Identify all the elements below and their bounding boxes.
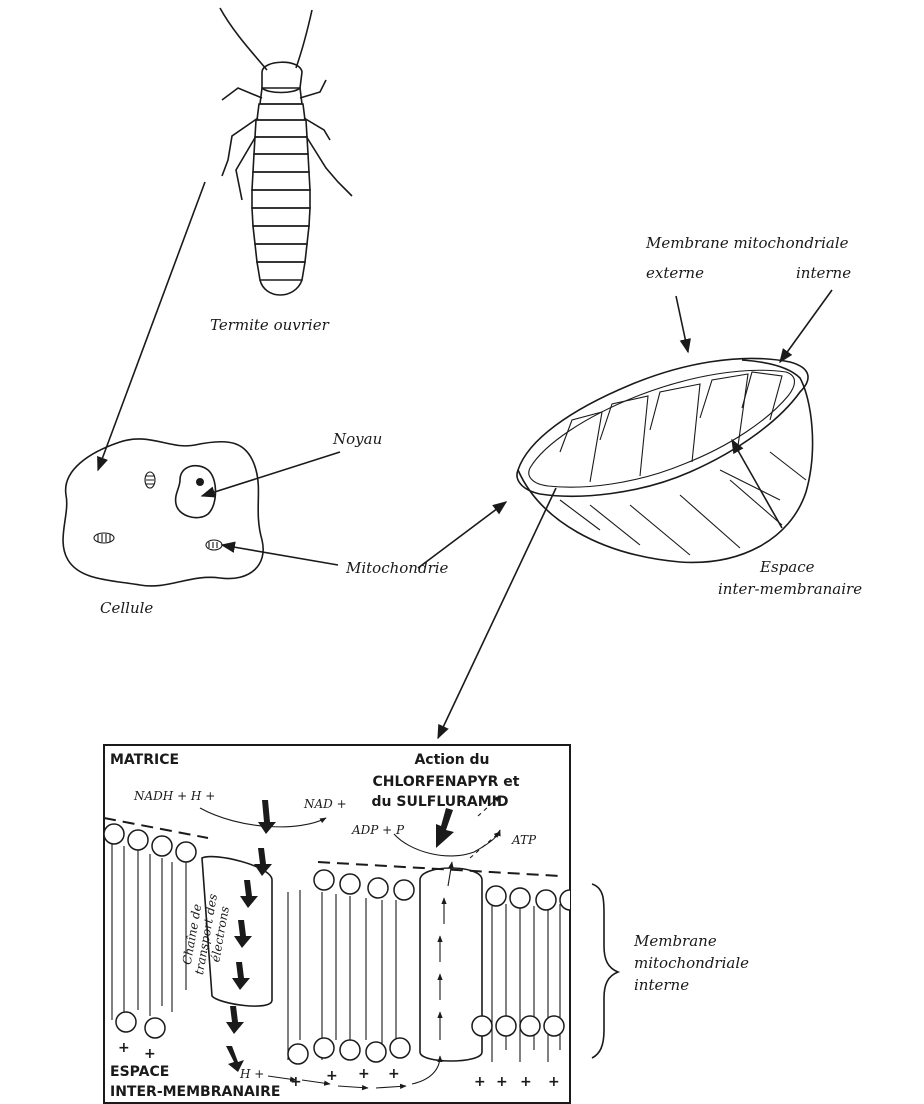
plus-sign: +: [520, 1074, 532, 1090]
nadh-label: NADH + H +: [133, 789, 215, 803]
arrow-cell-to-mitochondrion: [418, 502, 506, 568]
brace-label-2: mitochondriale: [634, 954, 749, 972]
action-label-3: du SULFLURAMID: [372, 794, 509, 810]
nucleus: [176, 466, 216, 518]
membrane-title: Membrane mitochondriale: [645, 234, 849, 252]
brace-label-1: Membrane: [633, 932, 717, 950]
plus-sign: +: [474, 1074, 486, 1090]
space-label-2: INTER-MEMBRANAIRE: [110, 1084, 280, 1100]
cell-drawing: [63, 439, 263, 586]
nad-label: NAD +: [303, 797, 347, 811]
plus-sign: +: [144, 1046, 156, 1062]
nucleus-label: Noyau: [332, 430, 382, 448]
membrane-inner-label: interne: [796, 264, 851, 282]
cell-label: Cellule: [100, 599, 153, 617]
mitochondrion-drawing: [517, 358, 813, 562]
plus-sign: +: [290, 1074, 302, 1090]
intermembrane-label-2: inter-membranaire: [718, 580, 862, 598]
arrow-mitochondrion: [222, 545, 338, 565]
plus-sign: +: [496, 1074, 508, 1090]
membrane-brace: [592, 884, 618, 1058]
arrow-mitochondrion-to-detail: [438, 488, 556, 738]
space-label-1: ESPACE: [110, 1064, 169, 1080]
termite-drawing: [220, 8, 352, 295]
action-label-2: CHLORFENAPYR et: [372, 774, 519, 790]
plus-sign: +: [388, 1066, 400, 1082]
matrix-label: MATRICE: [110, 752, 179, 768]
plus-sign: +: [118, 1040, 130, 1056]
action-label-1: Action du: [414, 752, 489, 768]
plus-sign: +: [548, 1074, 560, 1090]
intermembrane-label-1: Espace: [759, 558, 815, 576]
atp-label: ATP: [511, 833, 537, 847]
nucleolus: [196, 478, 204, 486]
mitochondrion-label: Mitochondrie: [345, 559, 449, 577]
termite-label: Termite ouvrier: [210, 316, 330, 334]
h-plus-label: H +: [239, 1067, 264, 1081]
arrow-outer-membrane: [676, 296, 688, 352]
plus-sign: +: [358, 1066, 370, 1082]
arrow-inner-membrane: [780, 290, 832, 362]
plus-sign: +: [326, 1068, 338, 1084]
adp-label: ADP + P: [351, 823, 405, 837]
arrow-nucleus: [202, 452, 340, 496]
brace-label-3: interne: [634, 976, 689, 994]
arrow-termite-to-cell: [98, 182, 205, 470]
membrane-outer-label: externe: [646, 264, 704, 282]
arrow-intermembrane: [732, 440, 782, 528]
